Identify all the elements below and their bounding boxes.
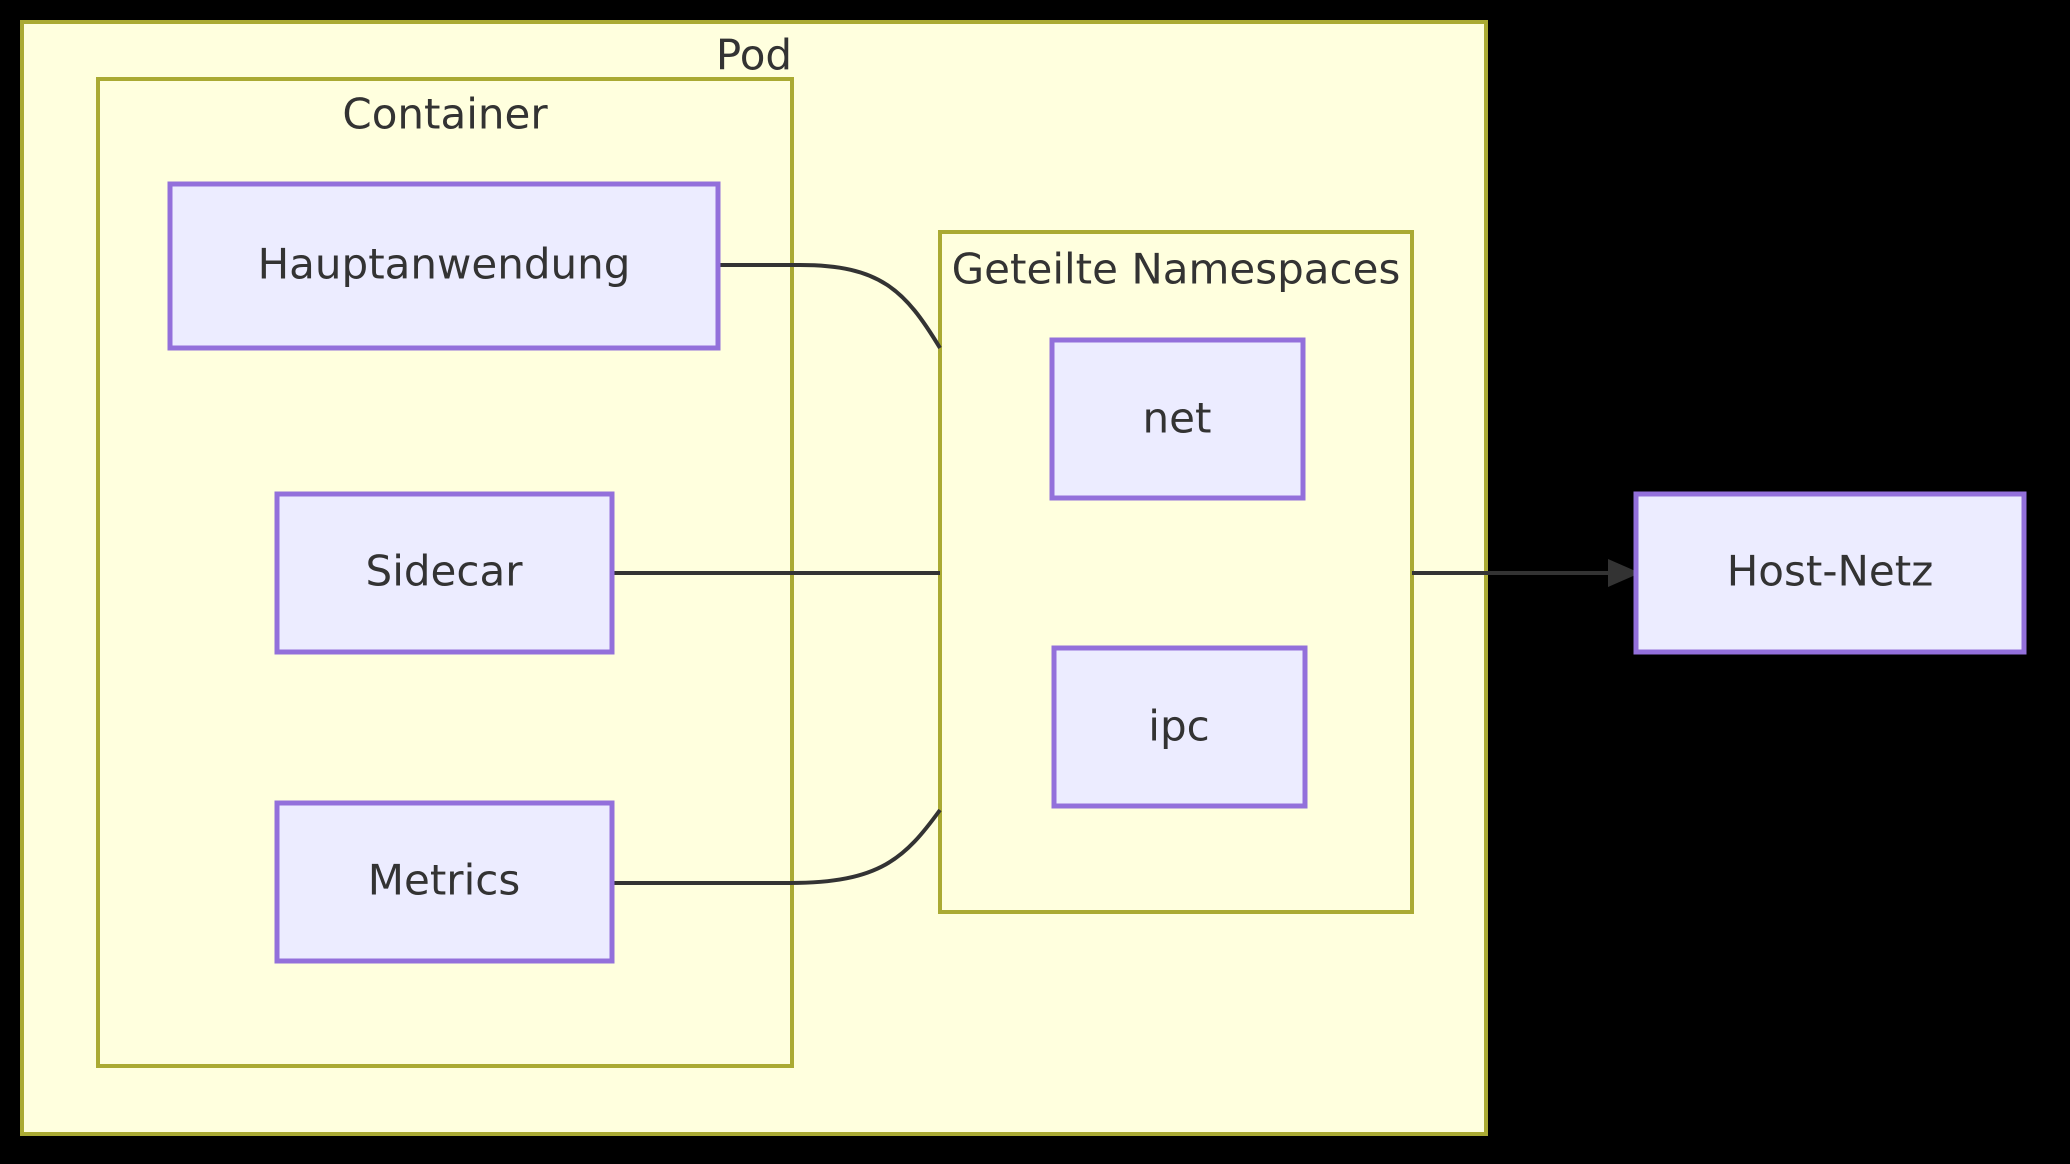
node-sidecar-label: Sidecar bbox=[366, 547, 524, 596]
node-hauptanwendung-rect bbox=[167, 181, 721, 351]
node-hauptanwendung[interactable]: Hauptanwendung bbox=[167, 181, 721, 351]
edge-hauptanwendung-namespaces bbox=[718, 263, 942, 350]
node-hostnetz-rect bbox=[1633, 491, 2027, 655]
node-sidecar[interactable]: Sidecar bbox=[274, 491, 615, 655]
cluster-namespaces[interactable]: Geteilte Namespaces bbox=[938, 230, 1414, 914]
node-ipc-label: ipc bbox=[1148, 702, 1209, 751]
node-metrics[interactable]: Metrics bbox=[274, 800, 615, 964]
node-net-rect bbox=[1049, 337, 1306, 501]
node-net[interactable]: net bbox=[1049, 337, 1306, 501]
cluster-namespaces-rect bbox=[938, 230, 1414, 914]
node-sidecar-rect bbox=[274, 491, 615, 655]
node-net-label: net bbox=[1143, 394, 1212, 443]
node-hostnetz-label: Host-Netz bbox=[1727, 547, 1934, 596]
node-ipc[interactable]: ipc bbox=[1051, 645, 1308, 809]
cluster-namespaces-label: Geteilte Namespaces bbox=[952, 245, 1401, 294]
node-metrics-rect bbox=[274, 800, 615, 964]
node-ipc-rect bbox=[1051, 645, 1308, 809]
arrow-head-icon bbox=[1608, 559, 1640, 587]
edge-metrics-namespaces bbox=[612, 808, 942, 885]
node-hauptanwendung-label: Hauptanwendung bbox=[258, 240, 631, 289]
cluster-container-label: Container bbox=[342, 90, 548, 139]
cluster-pod-label: Pod bbox=[716, 31, 792, 80]
node-hostnetz[interactable]: Host-Netz bbox=[1633, 491, 2027, 655]
node-metrics-label: Metrics bbox=[368, 856, 520, 905]
